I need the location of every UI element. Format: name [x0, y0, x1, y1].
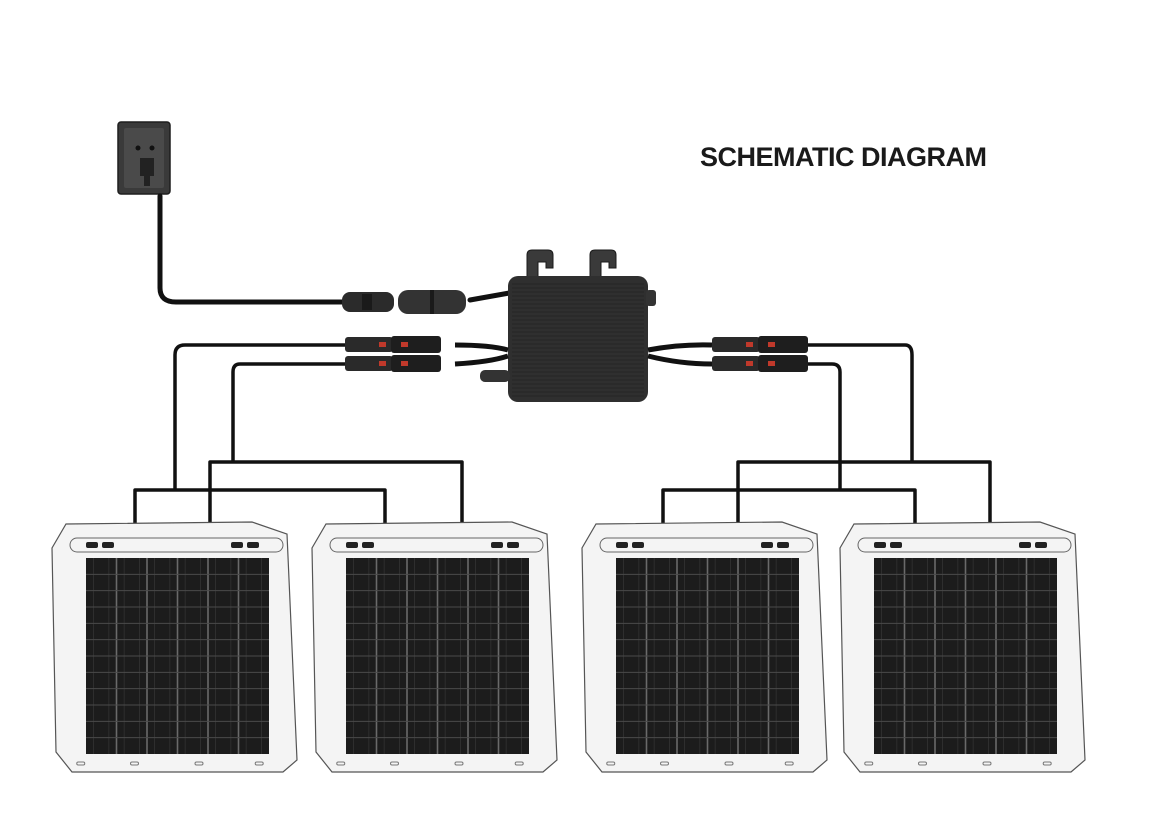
dc-connectors — [345, 336, 808, 372]
mc4-connector-pair — [712, 336, 808, 353]
mc4-connector-pair — [712, 355, 808, 372]
dc-cables — [133, 342, 992, 533]
wall-outlet — [117, 121, 171, 195]
mc4-connector-pair — [345, 336, 441, 353]
ac-connector — [342, 290, 466, 314]
solar-panel-3 — [581, 521, 828, 773]
solar-panel-4 — [839, 521, 1086, 773]
solar-panels — [51, 521, 1086, 773]
mc4-connector-pair — [345, 355, 441, 372]
plug-icon — [140, 158, 154, 186]
ac-output-cable — [157, 193, 518, 305]
solar-panel-2 — [311, 521, 558, 773]
solar-panel-1 — [51, 521, 298, 773]
micro-inverter — [480, 249, 656, 402]
diagram-title: SCHEMATIC DIAGRAM — [700, 142, 987, 172]
